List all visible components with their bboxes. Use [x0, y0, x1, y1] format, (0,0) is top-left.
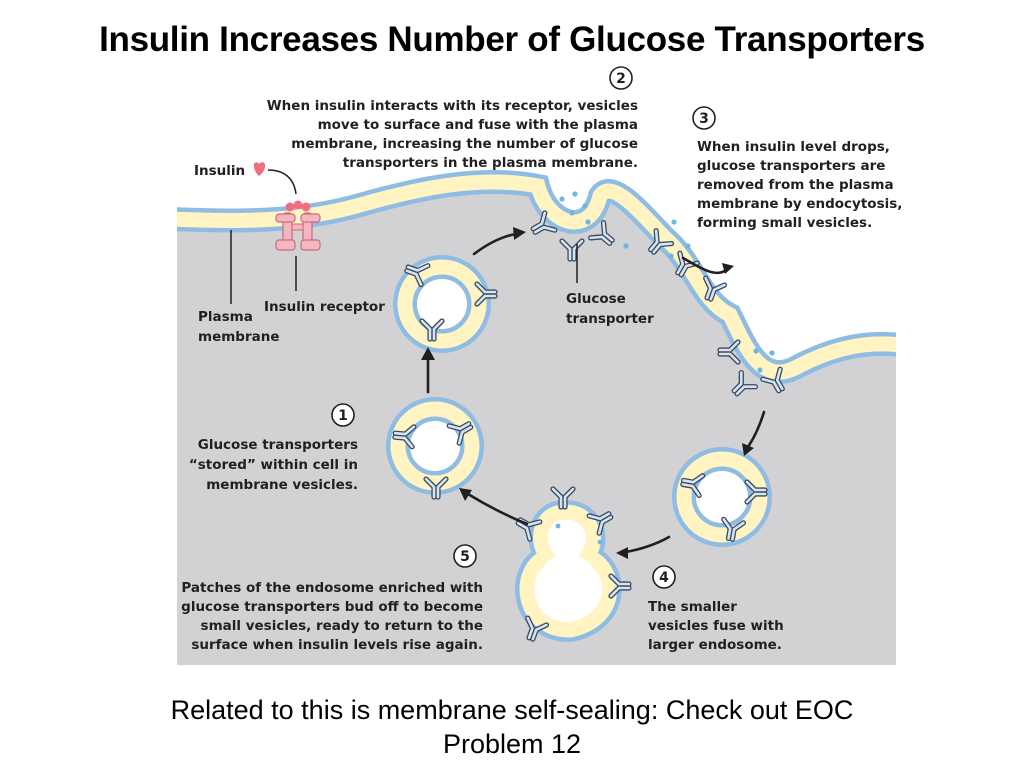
svg-text:5: 5	[460, 549, 470, 565]
glucose-transporter	[419, 318, 445, 342]
glucose-transporter	[474, 281, 498, 307]
step-3-text: When insulin level drops,glucose transpo…	[697, 139, 902, 231]
glucose-transporter	[721, 516, 747, 542]
glucose-molecules	[555, 191, 775, 545]
glucose-transporter	[446, 421, 474, 446]
step-2-marker: 2	[609, 66, 633, 90]
endosome	[515, 500, 622, 642]
insulin-receptor-label: Insulin receptor	[264, 299, 385, 315]
insulin-receptor	[275, 200, 321, 251]
svg-text:1: 1	[338, 408, 348, 424]
plasma-membrane-core	[177, 174, 896, 380]
glucose-transporter	[648, 228, 675, 255]
leader-lines	[230, 169, 578, 304]
svg-text:2: 2	[616, 71, 626, 87]
glucose-transporter	[675, 250, 700, 278]
footer-line-1: Related to this is membrane self-sealing…	[170, 695, 854, 725]
step-2-text: When insulin interacts with its receptor…	[267, 98, 638, 171]
footer-note: Related to this is membrane self-sealing…	[0, 693, 1024, 761]
svg-text:3: 3	[699, 111, 709, 127]
glucose-transporter	[588, 219, 615, 246]
step-4-marker: 4	[652, 565, 676, 589]
svg-text:4: 4	[659, 570, 669, 586]
step-1-marker: 1	[331, 403, 355, 427]
glucose-transporter	[404, 263, 431, 288]
glucose-transporter	[608, 573, 632, 599]
step-markers: 1 2 3 4 5	[331, 66, 716, 589]
cycle-arrows	[426, 232, 766, 554]
glucose-transporter	[423, 476, 449, 500]
glucose-transporter	[760, 366, 785, 394]
slide-title: Insulin Increases Number of Glucose Tran…	[99, 20, 925, 59]
glucose-transporter	[525, 615, 550, 642]
vesicle-stored	[386, 397, 484, 495]
insulin-label: Insulin	[194, 163, 245, 179]
footer-line-2: Problem 12	[442, 729, 582, 759]
glucose-transporter	[744, 479, 768, 505]
glucose-transporter	[680, 473, 706, 499]
glucose-transporter	[586, 511, 614, 536]
glucose-transporter	[550, 486, 576, 510]
glucose-transporter	[731, 369, 759, 397]
vesicle-endocytosed	[672, 447, 772, 547]
glucose-transporter	[559, 238, 585, 262]
glucose-transporter	[703, 275, 728, 302]
cycle-arrowheads	[421, 227, 754, 559]
glucose-transporter	[392, 424, 417, 450]
glucose-transporter	[530, 210, 558, 235]
insulin-molecule-icon	[253, 162, 266, 176]
step-3-marker: 3	[692, 106, 716, 130]
step-1-text: Glucose transporters“stored” within cell…	[189, 437, 358, 493]
step-5-marker: 5	[453, 544, 477, 568]
glucose-transporter	[717, 339, 741, 365]
